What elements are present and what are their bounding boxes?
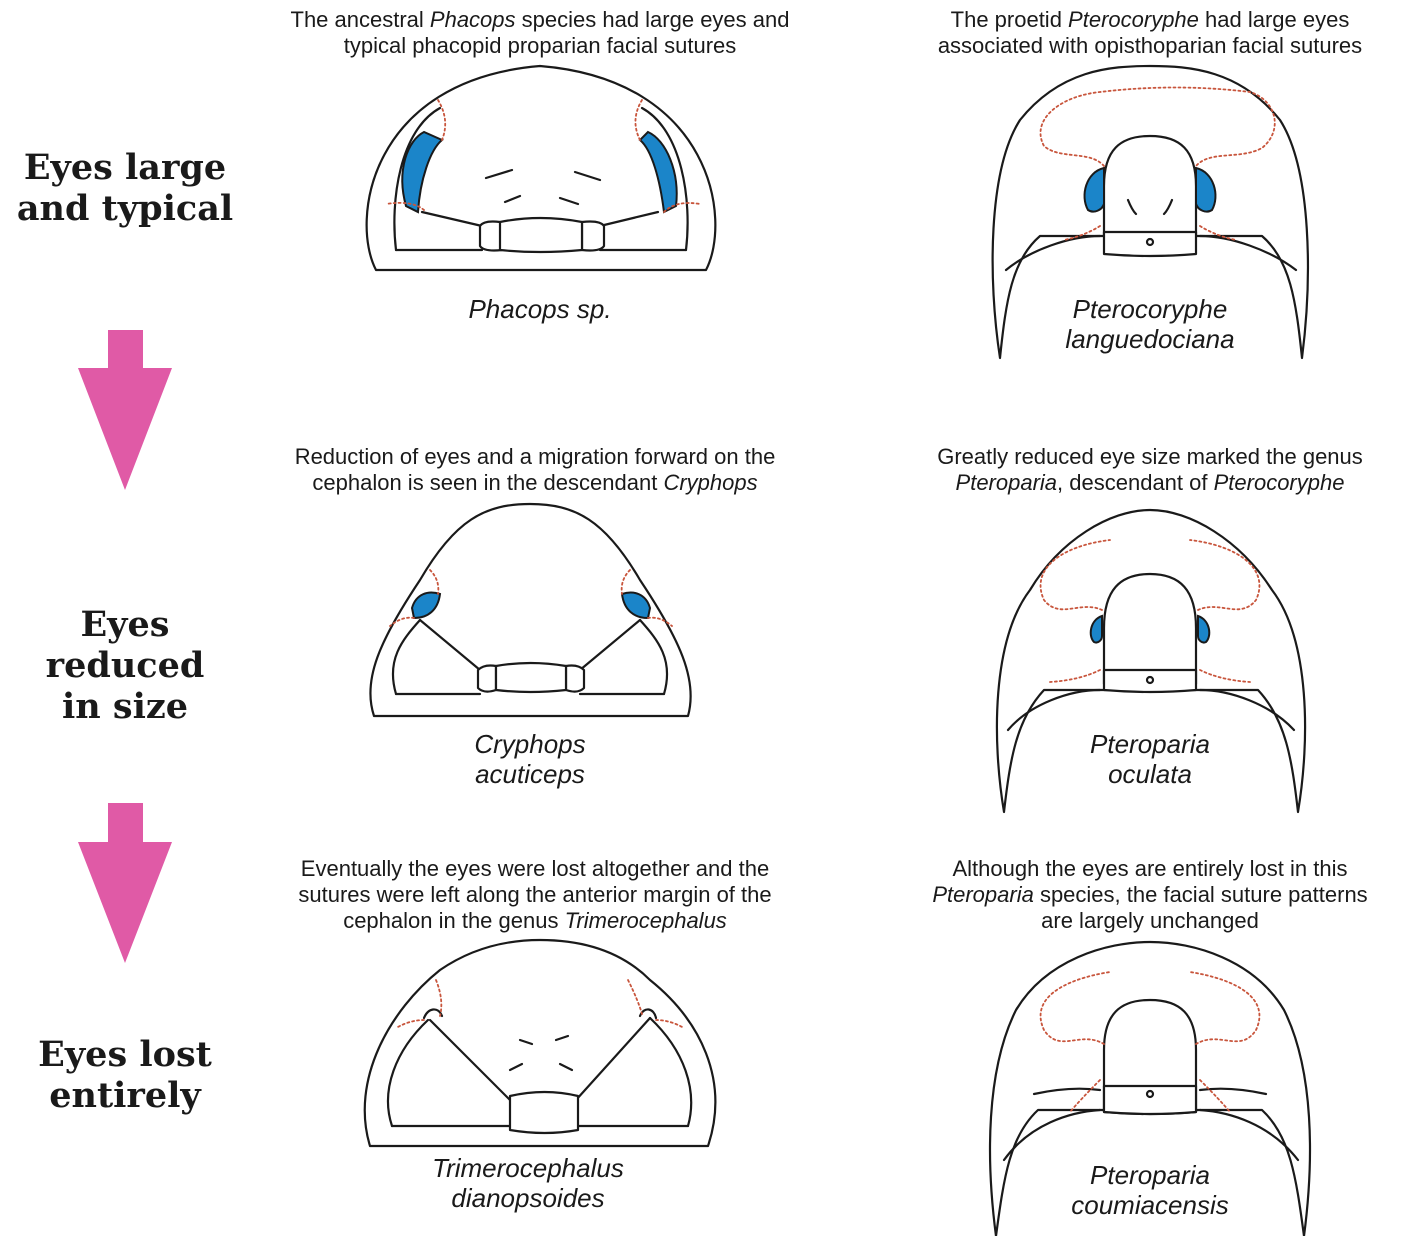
cephalon-phacops: [367, 66, 716, 270]
cephalon-cryphops: [370, 504, 690, 716]
down-arrow-icon: [78, 803, 172, 963]
down-arrow-icon: [78, 330, 172, 490]
cephalon-trimerocephalus: [365, 940, 716, 1146]
cephalon-pteroparia-coumiacensis: [990, 942, 1310, 1236]
cephalon-pteroparia-oculata: [997, 510, 1305, 812]
cephalon-pterocoryphe: [993, 66, 1308, 358]
